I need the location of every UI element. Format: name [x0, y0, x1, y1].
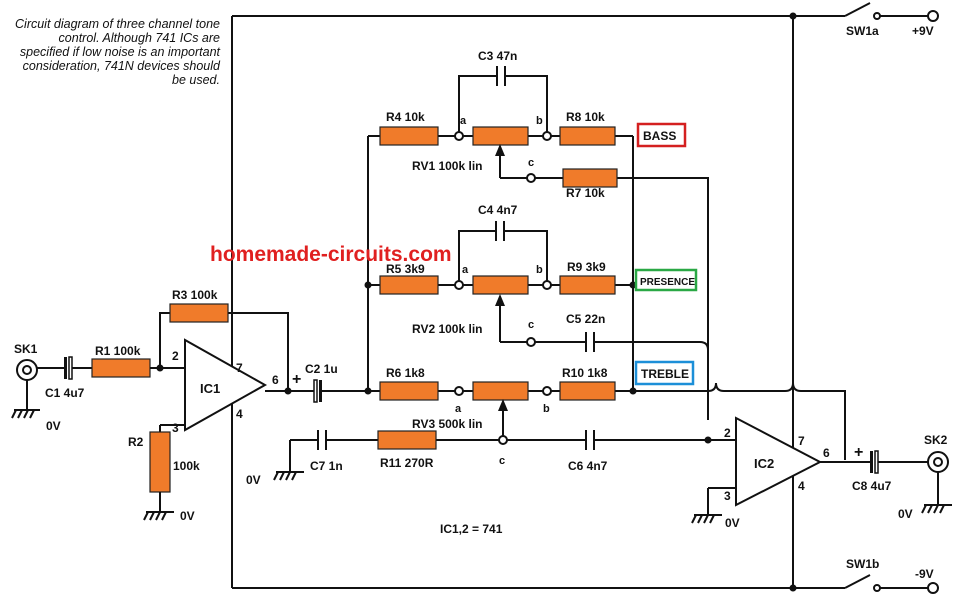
label-pin4-ic1: 4 [236, 407, 243, 421]
label-zero-1: 0V [46, 419, 61, 433]
label-rv1-b: b [536, 115, 543, 127]
opamp-ic2 [691, 416, 870, 524]
resistor-r4 [379, 126, 439, 146]
output-jack-sk2 [921, 451, 952, 514]
sw1a-switch [844, 2, 871, 17]
label-sw1a: SW1a [846, 24, 879, 38]
caption-note: Circuit diagram of three channel tone co… [15, 17, 220, 87]
bass-tag-box [636, 122, 687, 148]
input-jack-sk1 [11, 359, 58, 419]
opamp-ic1 [160, 338, 305, 432]
label-c5: C5 22n [566, 312, 605, 326]
potentiometer-rv3 [472, 381, 529, 401]
label-rv2-a: a [462, 264, 469, 276]
label-neg-supply: -9V [915, 567, 934, 581]
label-r2-value: 100k [173, 459, 200, 473]
label-rv1-c: c [528, 157, 534, 169]
label-sw1b: SW1b [846, 557, 879, 571]
capacitor-c8 [868, 450, 928, 474]
presence-tag-box [634, 268, 698, 292]
label-r1: R1 100k [95, 344, 141, 358]
sw1b-switch [844, 574, 871, 589]
label-r6: R6 1k8 [386, 366, 425, 380]
label-c7: C7 1n [310, 459, 343, 473]
presence-tag: PRESENCE [640, 277, 695, 288]
label-r9: R9 3k9 [567, 260, 606, 274]
label-ic1: IC1 [200, 381, 220, 396]
label-rv3-b: b [543, 403, 550, 415]
label-rv1-a: a [460, 115, 467, 127]
label-r7: R7 10k [566, 186, 605, 200]
label-pin6-ic1: 6 [272, 373, 279, 387]
resistor-r10 [559, 381, 616, 401]
treble-tag: TREBLE [641, 367, 689, 381]
label-plus-c2: + [292, 371, 301, 388]
label-ic-note: IC1,2 = 741 [440, 522, 503, 536]
label-sk2: SK2 [924, 433, 948, 447]
resistor-r3 [169, 303, 229, 323]
potentiometer-rv2 [472, 275, 529, 295]
label-sk1: SK1 [14, 342, 38, 356]
label-c3: C3 47n [478, 49, 517, 63]
label-c1: C1 4u7 [45, 386, 85, 400]
label-pin7-ic2: 7 [798, 434, 805, 448]
label-zero-3: 0V [246, 473, 261, 487]
label-zero-4: 0V [725, 516, 740, 530]
label-rv3-a: a [455, 403, 462, 415]
label-pin2-ic1: 2 [172, 349, 179, 363]
label-pin3-ic1: 3 [172, 421, 179, 435]
label-r11: R11 270R [380, 456, 434, 470]
label-plus-c8: + [854, 444, 863, 461]
watermark: homemade-circuits.com [210, 243, 452, 266]
power-rails [231, 2, 939, 594]
capacitor-c1 [58, 356, 92, 380]
label-pin2-ic2: 2 [724, 426, 731, 440]
label-rv2-c: c [528, 319, 534, 331]
label-zero-5: 0V [898, 507, 913, 521]
label-r3: R3 100k [172, 288, 218, 302]
label-c4: C4 4n7 [478, 203, 518, 217]
resistor-r9 [559, 275, 616, 295]
label-rv3-c: c [499, 455, 505, 467]
resistor-r5 [379, 275, 439, 295]
potentiometer-rv1 [472, 126, 529, 146]
capacitor-c2 [305, 379, 368, 403]
resistor-r6 [379, 381, 439, 401]
resistor-r7 [562, 168, 618, 188]
label-r2: R2 [128, 435, 144, 449]
label-pin3-ic2: 3 [724, 489, 731, 503]
label-r10: R10 1k8 [562, 366, 608, 380]
resistor-r1 [91, 358, 151, 378]
treble-tag-box [634, 360, 695, 386]
label-pin7-ic1: 7 [236, 361, 243, 375]
resistor-r8 [559, 126, 616, 146]
label-rv1: RV1 100k lin [412, 159, 483, 173]
label-r5: R5 3k9 [386, 262, 425, 276]
label-rv2-b: b [536, 264, 543, 276]
resistor-r11 [377, 430, 437, 450]
label-rv2: RV2 100k lin [412, 322, 483, 336]
label-c8: C8 4u7 [852, 479, 892, 493]
label-r8: R8 10k [566, 110, 605, 124]
label-rv3: RV3 500k lin [412, 417, 483, 431]
bass-tag: BASS [643, 129, 676, 143]
label-pos-supply: +9V [912, 24, 934, 38]
label-c6: C6 4n7 [568, 459, 608, 473]
label-zero-2: 0V [180, 509, 195, 523]
label-pin6-ic2: 6 [823, 446, 830, 460]
label-ic2: IC2 [754, 456, 774, 471]
label-r4: R4 10k [386, 110, 425, 124]
resistor-r2 [149, 431, 171, 493]
label-c2: C2 1u [305, 362, 338, 376]
label-pin4-ic2: 4 [798, 479, 805, 493]
